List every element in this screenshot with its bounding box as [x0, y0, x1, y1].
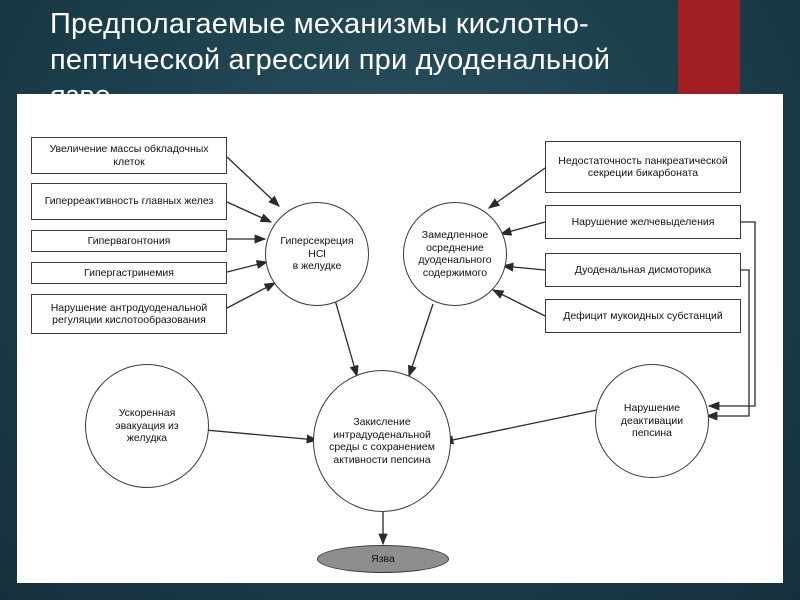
circle-slowed-neutralization: Замедленное осреднение дуоденального сод… — [403, 202, 507, 306]
slide-title: Предполагаемые механизмы кислотно- пепти… — [50, 6, 750, 114]
box-chief-gland-hyperreactivity: Гиперреактивность главных желез — [31, 183, 227, 220]
arrow-bile-to-neutralization — [499, 221, 546, 236]
arrow-regulation-to-hypersecretion — [226, 282, 277, 309]
arrow-dysmotility-to-pepsin — [705, 269, 750, 421]
circle-duodenal-acidification: Закисление интрадуоденальной среды с сох… — [313, 370, 451, 512]
arrow-dysmotility-to-neutralization — [501, 262, 546, 272]
arrow-pepsin-to-acidification — [441, 409, 598, 445]
circle-accelerated-evacuation: Ускоренная эвакуация из желудка — [85, 364, 209, 488]
arrow-mucoid-to-neutralization — [491, 289, 546, 317]
circle-pepsin-deactivation: Нарушение деактивации пепсина — [595, 364, 709, 478]
arrow-mass-to-hypersecretion — [226, 156, 280, 207]
box-hypergastrinemia: Гипергастринемия — [31, 262, 227, 284]
arrow-hypersecretion-to-acidification — [334, 299, 359, 378]
box-parietal-cell-mass: Увеличение массы обкладочных клеток — [31, 137, 227, 174]
ulcer-ellipse: Язва — [317, 545, 449, 573]
arrow-hyperreactivity-to-hypersecretion — [226, 201, 273, 223]
box-mucoid-deficit: Дефицит мукоидных субстанций — [545, 299, 741, 333]
mechanism-diagram: Увеличение массы обкладочных клеток Гипе… — [17, 94, 783, 583]
red-accent-bar — [678, 0, 740, 96]
box-pancreatic-bicarbonate: Недостаточность панкреатической секреции… — [545, 141, 741, 193]
box-duodenal-dysmotility: Дуоденальная дисмоторика — [545, 253, 741, 287]
diagram-arrows — [204, 156, 756, 546]
slide-title-line-1: Предполагаемые механизмы кислотно- — [50, 8, 589, 40]
box-bile-excretion: Нарушение желчевыделения — [545, 205, 741, 239]
box-antroduodenal-regulation: Нарушение антродуоденальной регуляции ки… — [31, 294, 227, 334]
box-hypervagotonia: Гипервагонтония — [31, 230, 227, 252]
arrow-bile-to-pepsin — [707, 221, 756, 411]
arrow-evacuation-to-acidification — [204, 429, 319, 444]
arrow-neutralization-to-acidification — [407, 303, 434, 378]
circle-hcl-hypersecretion: Гиперсекреция HCl в желудке — [265, 202, 369, 306]
slide-title-line-2: пептической агрессии при дуоденальной — [50, 44, 611, 76]
arrow-pancreatic-to-neutralization — [487, 167, 546, 209]
arrow-gastrinemia-to-hypersecretion — [226, 260, 269, 273]
